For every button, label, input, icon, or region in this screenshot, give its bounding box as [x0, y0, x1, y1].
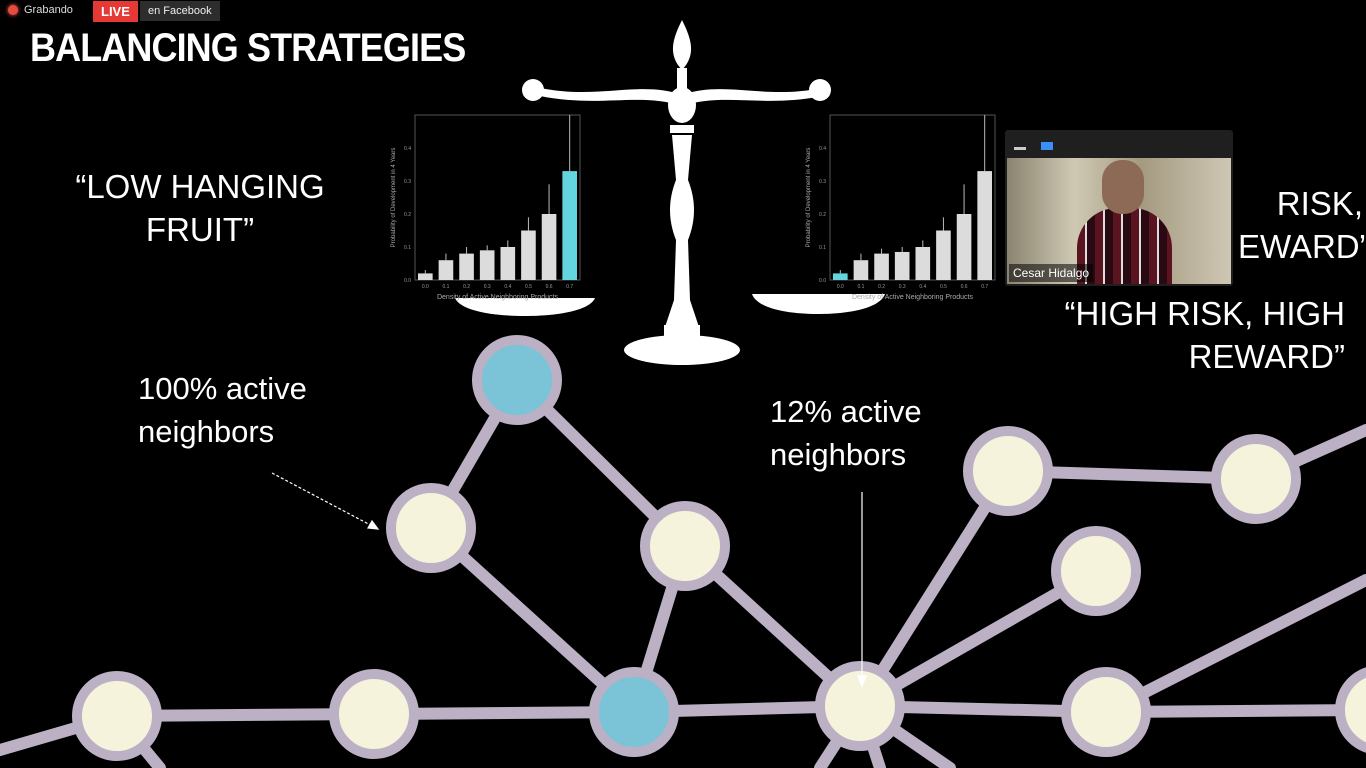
- y-tick-label: 0.1: [404, 245, 411, 251]
- y-tick-label: 0.0: [404, 278, 411, 284]
- participant-head: [1102, 160, 1144, 214]
- live-badge[interactable]: LIVE: [93, 1, 138, 22]
- x-tick-label: 0.1: [857, 284, 864, 290]
- recording-text: Grabando: [24, 4, 73, 16]
- arrow-right: [857, 492, 867, 688]
- y-tick-label: 0.0: [819, 278, 826, 284]
- x-tick-label: 0.5: [525, 284, 532, 290]
- x-axis-label: Density of Active Neighboring Products: [437, 294, 559, 301]
- x-tick-label: 0.0: [422, 284, 429, 290]
- inactive-node: [72, 671, 162, 761]
- bar: [521, 230, 536, 280]
- inactive-node: [963, 426, 1053, 516]
- video-call-window[interactable]: Cesar Hidalgo: [1005, 130, 1233, 286]
- bar: [438, 260, 454, 280]
- y-tick-label: 0.1: [819, 245, 826, 251]
- bar: [562, 171, 577, 280]
- inactive-node: [1061, 667, 1151, 757]
- x-tick-label: 0.6: [961, 284, 968, 290]
- y-tick-label: 0.4: [819, 146, 826, 152]
- inactive-node: [1211, 434, 1301, 524]
- label-100-active: 100% active neighbors: [138, 371, 307, 449]
- inactive-node: [386, 483, 476, 573]
- inactive-node: [1335, 667, 1366, 753]
- bar: [977, 171, 992, 280]
- x-tick-label: 0.4: [504, 284, 511, 290]
- x-tick-label: 0.4: [919, 284, 926, 290]
- active-node: [589, 667, 679, 757]
- bar: [459, 253, 474, 280]
- balance-scale-icon: [455, 20, 885, 365]
- y-tick-label: 0.3: [404, 179, 411, 185]
- x-axis-label: Density of Active Neighboring Products: [852, 294, 974, 301]
- x-tick-label: 0.2: [878, 284, 885, 290]
- plot-frame: [829, 114, 996, 281]
- arrow-left: [271, 472, 380, 530]
- y-tick-label: 0.3: [819, 179, 826, 185]
- inactive-node: [1051, 526, 1141, 616]
- y-tick-label: 0.2: [404, 212, 411, 218]
- bar: [874, 253, 889, 280]
- bar: [541, 214, 557, 280]
- x-tick-label: 0.2: [463, 284, 470, 290]
- x-tick-label: 0.1: [442, 284, 449, 290]
- bar-chart-left: 0.0 0.1 0.2 0.3 0.4 0.0 0.1 0.2 0.3 0.4 0.5 0.6 0.7D…: [391, 114, 581, 301]
- record-dot-icon: [8, 5, 18, 15]
- inactive-node: [640, 501, 730, 591]
- y-tick-label: 0.2: [819, 212, 826, 218]
- label-12-active: 12% active neighbors: [770, 394, 922, 472]
- bar: [936, 230, 951, 280]
- x-tick-label: 0.7: [981, 284, 988, 290]
- bar: [500, 247, 516, 280]
- x-tick-label: 0.3: [899, 284, 906, 290]
- bar: [956, 214, 972, 280]
- plot-frame: [414, 114, 581, 281]
- right-quote: “HIGH RISK, HIGH REWARD”: [1064, 295, 1345, 375]
- bar: [915, 247, 931, 280]
- x-tick-label: 0.0: [837, 284, 844, 290]
- bar: [853, 260, 869, 280]
- video-feed: Cesar Hidalgo: [1007, 158, 1231, 284]
- minimize-icon[interactable]: [1014, 147, 1026, 150]
- active-node: [472, 335, 562, 425]
- inactive-node: [815, 661, 905, 751]
- video-titlebar[interactable]: [1005, 130, 1233, 158]
- inactive-node: [329, 669, 419, 759]
- platform-label: en Facebook: [140, 1, 220, 21]
- bar: [833, 273, 848, 280]
- y-axis-label: Probability of Development in 4 Years: [391, 148, 397, 248]
- recording-indicator: Grabando: [8, 4, 73, 16]
- y-axis-label: Probability of Development in 4 Years: [806, 148, 812, 248]
- bar: [418, 273, 433, 280]
- bar: [479, 250, 495, 280]
- y-tick-label: 0.4: [404, 146, 411, 152]
- maximize-icon[interactable]: [1041, 142, 1053, 150]
- bar: [894, 251, 910, 280]
- x-tick-label: 0.5: [940, 284, 947, 290]
- right-quote-fragment: RISK, EWARD”: [1238, 185, 1366, 265]
- x-tick-label: 0.6: [546, 284, 553, 290]
- bar-chart-right: 0.0 0.1 0.2 0.3 0.4 0.0 0.1 0.2 0.3 0.4 0.5 0.6 0.7D…: [806, 114, 996, 301]
- left-quote: “LOW HANGING FRUIT”: [75, 168, 325, 248]
- slide-title: BALANCING STRATEGIES: [30, 26, 466, 70]
- x-tick-label: 0.3: [484, 284, 491, 290]
- x-tick-label: 0.7: [566, 284, 573, 290]
- participant-name: Cesar Hidalgo: [1009, 264, 1094, 282]
